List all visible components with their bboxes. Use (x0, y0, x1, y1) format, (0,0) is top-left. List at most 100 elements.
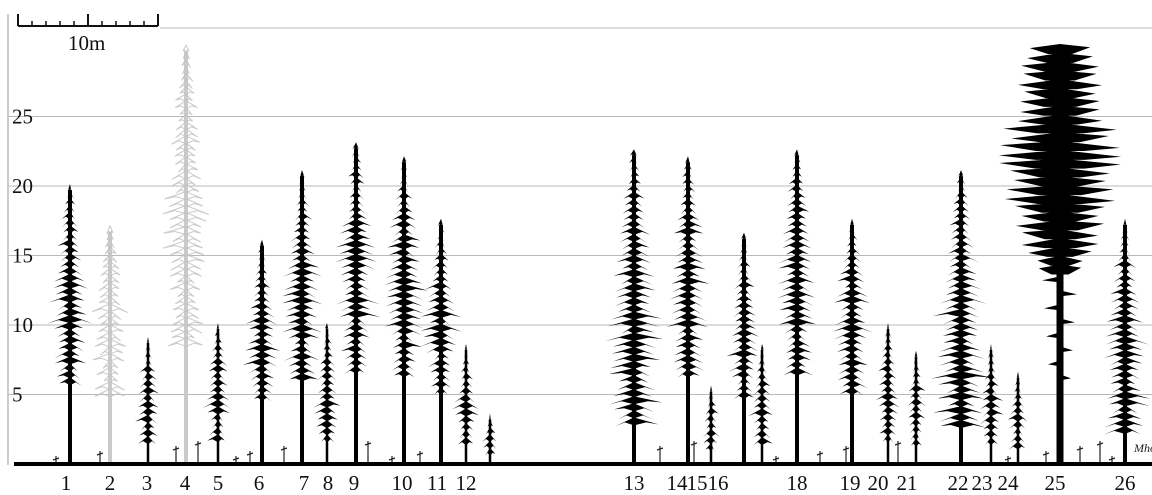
seedling (1042, 451, 1050, 464)
tree-label-2: 2 (105, 471, 116, 495)
tree-21 (907, 350, 927, 464)
tree-label-20: 20 (868, 471, 889, 495)
tree-branch (1060, 346, 1073, 353)
tree-label-21: 21 (897, 471, 918, 495)
tree-foliage (604, 149, 664, 426)
seedling (656, 446, 664, 464)
seedling (172, 446, 180, 464)
tree-foliage (162, 43, 210, 347)
tree-label-19: 19 (840, 471, 861, 495)
scale-bar-ticks (31, 21, 145, 26)
tree-foliage (383, 156, 428, 378)
tree-foliage (1103, 218, 1151, 435)
tree-12 (452, 343, 479, 464)
tree-label-10: 10 (392, 471, 413, 495)
tree-foliage (135, 336, 160, 445)
seedling (894, 441, 902, 464)
tree-16 (726, 232, 760, 464)
tree-label-23: 23 (972, 471, 993, 495)
tree-23 (979, 343, 1004, 464)
tree-foliage (335, 142, 381, 375)
y-tick-label-10: 10 (12, 313, 33, 337)
tree-foliage (875, 323, 900, 444)
tree-4 (162, 43, 210, 464)
tree-foliage (979, 343, 1004, 447)
tree-label-6: 6 (254, 471, 265, 495)
tree-foliage (281, 170, 324, 382)
seedling (1096, 441, 1104, 464)
tree-foliage (832, 218, 873, 396)
seedling (842, 446, 850, 464)
tree-foliage (776, 149, 817, 376)
tree-label-1: 1 (61, 471, 72, 495)
seedling (364, 441, 372, 464)
tree-label-25: 25 (1045, 471, 1066, 495)
tree-label-14: 14 (667, 471, 689, 495)
tree-label-8: 8 (323, 471, 334, 495)
tree-label-3: 3 (142, 471, 153, 495)
tree-foliage (907, 350, 927, 447)
tree-profiles (46, 43, 1151, 465)
tree-20 (875, 323, 900, 464)
tree-3 (135, 336, 160, 464)
tree-label-16: 16 (708, 471, 729, 495)
seedling (816, 451, 824, 464)
tree-foliage (482, 413, 497, 457)
tree-26 (1103, 218, 1151, 464)
tree-label-7: 7 (299, 471, 310, 495)
tree-branch (1044, 304, 1060, 311)
tree-foliage (452, 343, 479, 446)
tree-2 (91, 224, 128, 464)
tree-19 (832, 218, 873, 464)
y-tick-label-5: 5 (12, 383, 23, 407)
tree-trunk (108, 231, 112, 464)
tree-10 (383, 156, 428, 464)
tree-foliage (242, 239, 281, 402)
tree-branch (1048, 360, 1060, 367)
tree-label-15: 15 (687, 471, 708, 495)
tree-label-4: 4 (180, 471, 191, 495)
tree-label-11: 11 (427, 471, 447, 495)
tree-label-9: 9 (349, 471, 360, 495)
tree-6 (242, 239, 281, 464)
tree-foliage (930, 170, 992, 429)
tree-trunk (184, 51, 188, 464)
tree-9 (335, 142, 381, 465)
tree-sapling-12 (482, 413, 497, 464)
seedling (1076, 446, 1084, 464)
tree-13 (604, 149, 664, 464)
artist-signature: Mho (1133, 441, 1152, 455)
height-grid (8, 116, 1152, 395)
scale-bar: 10m (17, 14, 159, 55)
seedling (280, 446, 288, 464)
tree-foliage (726, 232, 760, 400)
tree-branch (1060, 318, 1075, 325)
tree-label-12: 12 (456, 471, 477, 495)
y-tick-label-25: 25 (12, 105, 33, 129)
tree-8 (313, 323, 341, 464)
tree-label-5: 5 (213, 471, 224, 495)
tree-label-26: 26 (1115, 471, 1136, 495)
tree-sapling-17 (748, 343, 773, 464)
tree-14 (666, 156, 710, 464)
tree-branch (1046, 332, 1060, 339)
tree-11 (420, 218, 462, 464)
tree-label-22: 22 (948, 471, 969, 495)
seedling (690, 441, 698, 464)
y-tick-label-20: 20 (12, 174, 33, 198)
tree-foliage (313, 323, 341, 443)
tree-branch (1060, 374, 1071, 381)
tree-foliage (748, 343, 773, 446)
tree-foliage (420, 218, 462, 395)
tree-foliage (702, 385, 721, 452)
tree-foliage (46, 184, 94, 386)
tree-15 (702, 385, 721, 464)
seedling (416, 451, 424, 464)
tree-7 (281, 170, 324, 464)
tree-branch (1042, 276, 1060, 283)
tree-25 (998, 44, 1122, 464)
tree-label-18: 18 (787, 471, 808, 495)
